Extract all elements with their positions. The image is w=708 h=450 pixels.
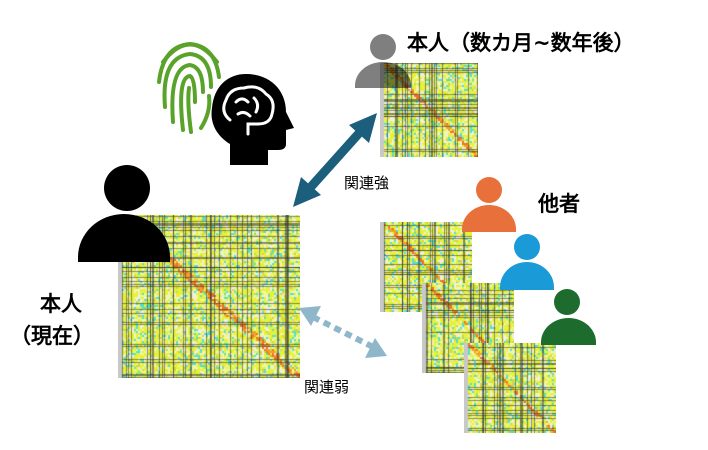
connectivity-matrix-other-3 (464, 343, 556, 433)
label-self-future: 本人（数カ月~数年後） (407, 31, 635, 55)
label-weak-relation: 関連弱 (304, 378, 350, 396)
brain-head-icon (211, 74, 294, 165)
label-self-now-1: 本人 (40, 292, 82, 316)
label-strong-relation: 関連強 (344, 174, 390, 192)
label-self-now-2: （現在） (10, 324, 94, 348)
strong-relation-arrow (293, 113, 377, 207)
weak-relation-arrow (299, 306, 387, 358)
label-others: 他者 (538, 192, 580, 216)
fingerprint-icon (157, 41, 221, 134)
